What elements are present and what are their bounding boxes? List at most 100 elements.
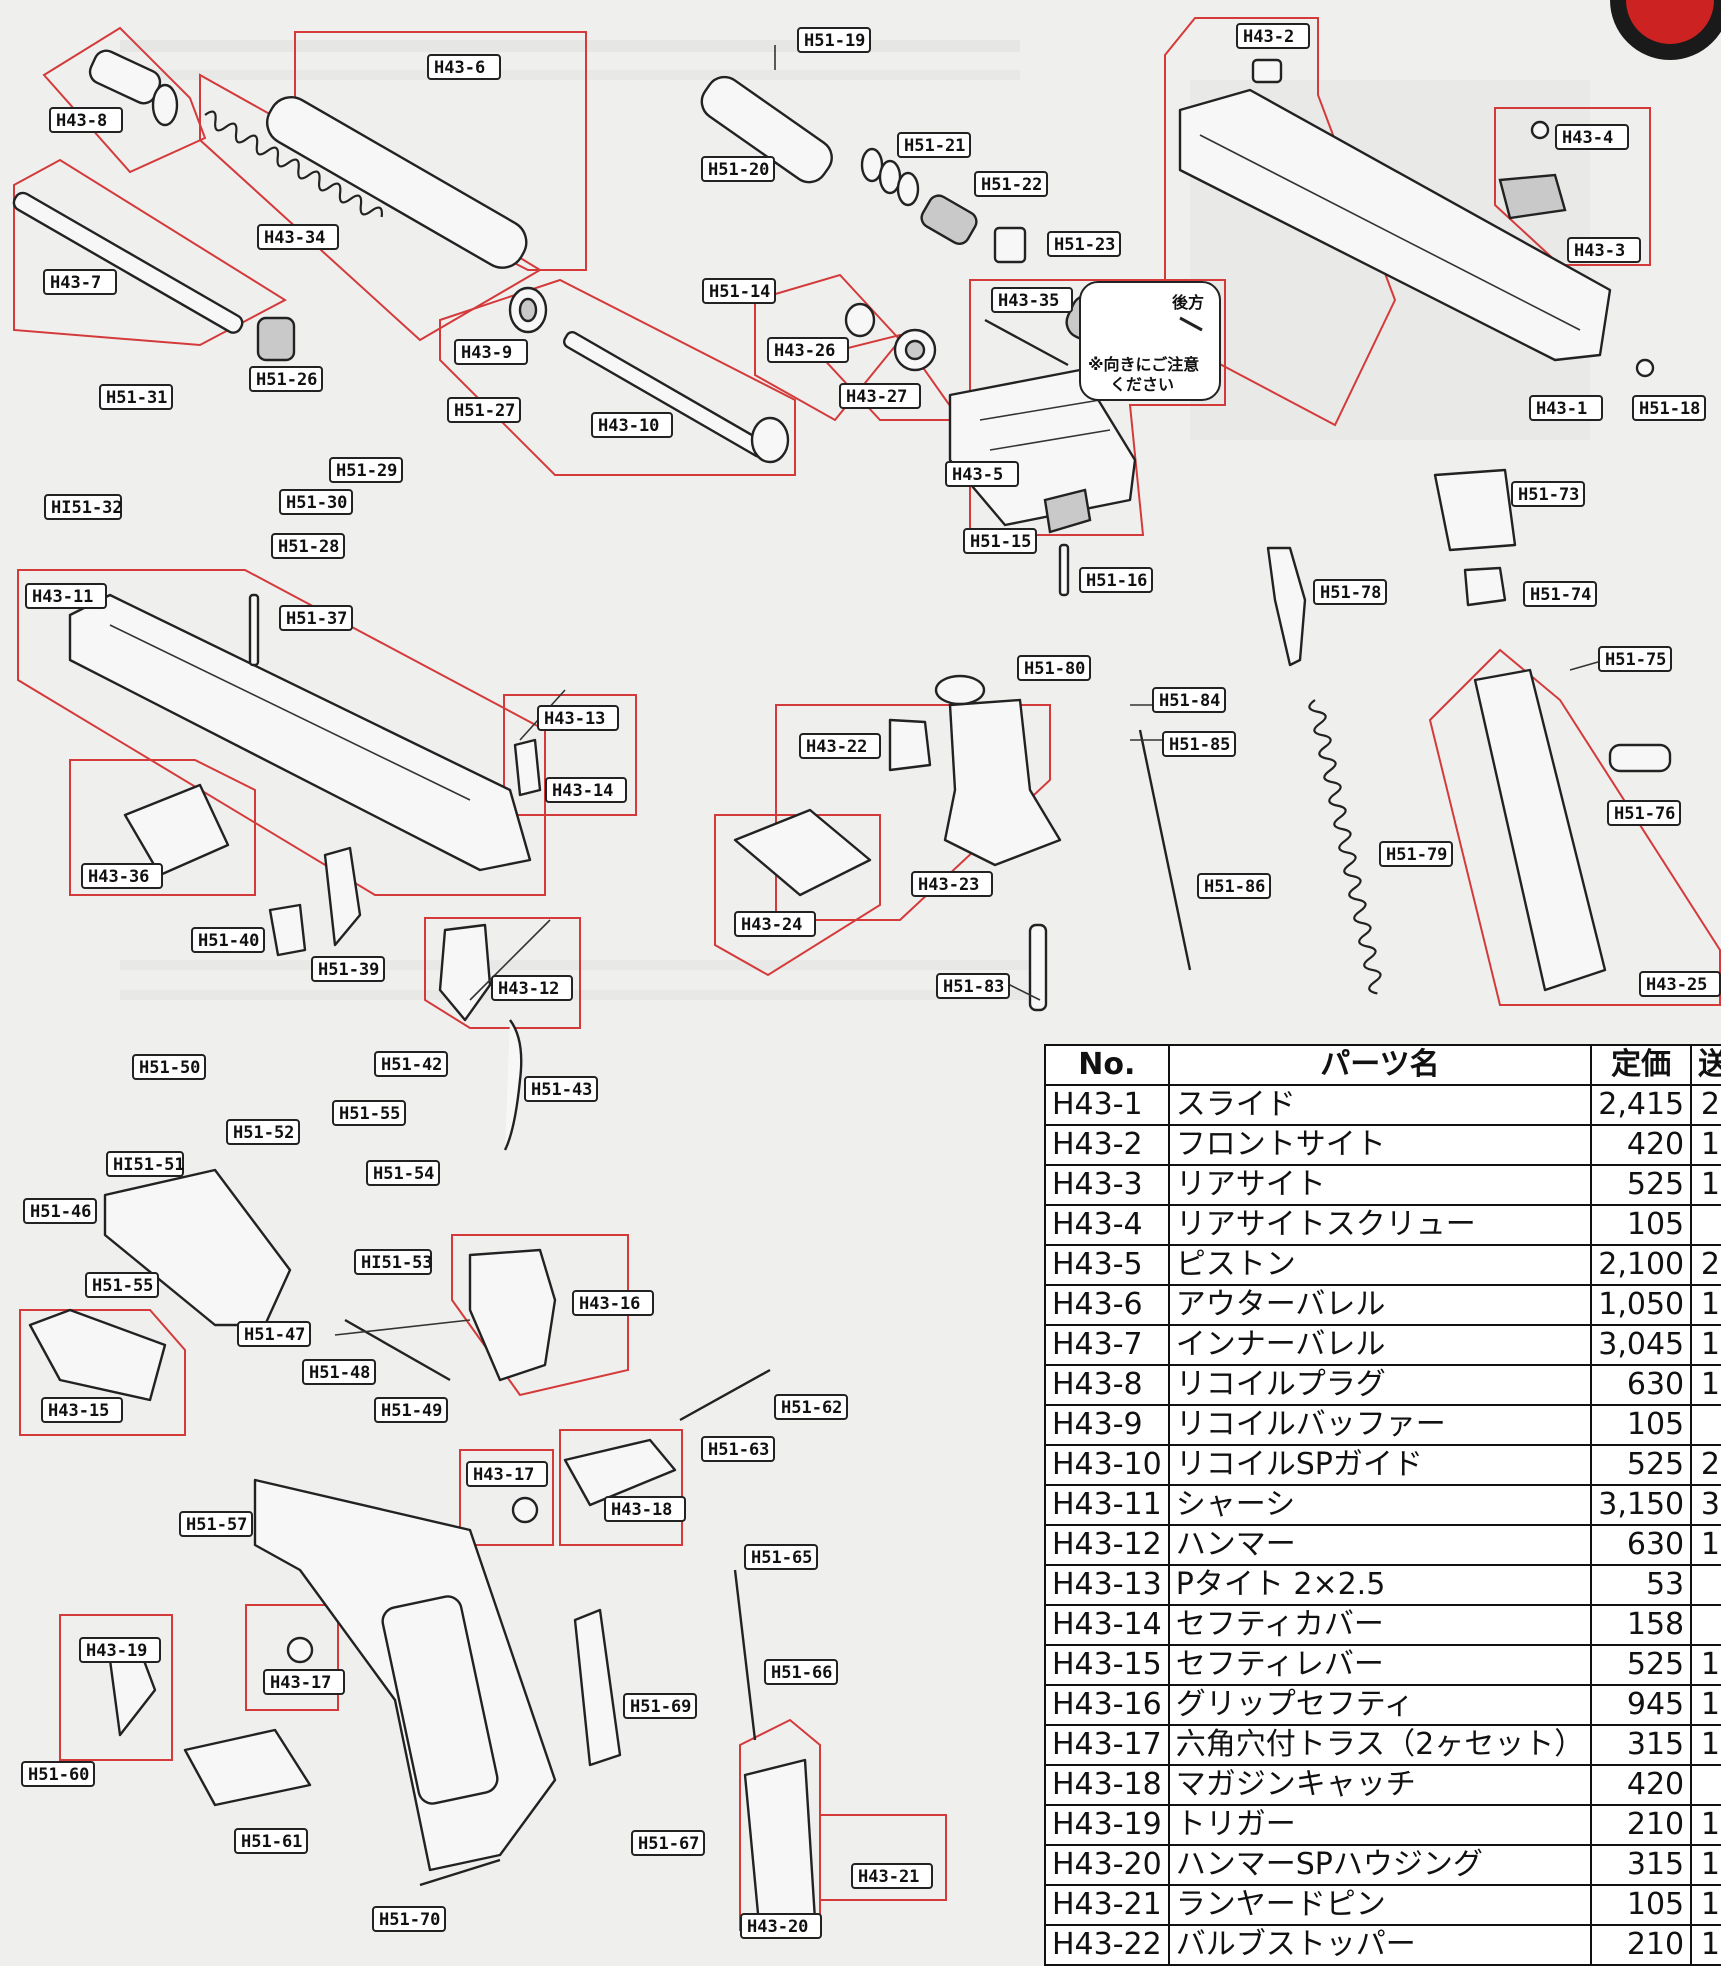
svg-text:H51-76: H51-76 bbox=[1614, 804, 1675, 824]
svg-text:H43-11: H43-11 bbox=[32, 587, 93, 607]
svg-text:後方: 後方 bbox=[1172, 293, 1204, 312]
cell-shipping: 120 bbox=[1690, 1164, 1721, 1206]
callout-h51-55-bottom: H51-55 bbox=[85, 1272, 159, 1298]
callout-h51-74: H51-74 bbox=[1523, 581, 1597, 607]
cell-part-no: H43-19 bbox=[1044, 1804, 1170, 1846]
cell-part-name: マガジンキャッチ bbox=[1167, 1764, 1593, 1806]
callout-h43-35: H43-35 bbox=[991, 287, 1073, 313]
svg-text:H43-5: H43-5 bbox=[952, 465, 1003, 485]
callout-h51-50: H51-50 bbox=[132, 1054, 206, 1080]
cell-price: 105 bbox=[1590, 1404, 1693, 1446]
callout-h51-43: H51-43 bbox=[524, 1076, 598, 1102]
callout-h51-15: H51-15 bbox=[963, 528, 1037, 554]
cell-price: 315 bbox=[1590, 1844, 1693, 1886]
svg-text:H51-80: H51-80 bbox=[1024, 659, 1085, 679]
cell-part-no: H43-2 bbox=[1044, 1124, 1170, 1166]
svg-text:H43-34: H43-34 bbox=[264, 228, 325, 248]
svg-text:H43-25: H43-25 bbox=[1646, 975, 1707, 995]
cell-part-name: フロントサイト bbox=[1167, 1124, 1593, 1166]
cell-price: 2,100 bbox=[1590, 1244, 1693, 1286]
cell-shipping: 80 bbox=[1690, 1204, 1721, 1246]
cell-shipping: 120 bbox=[1690, 1884, 1721, 1926]
callout-h43-27: H43-27 bbox=[839, 383, 921, 409]
cell-price: 210 bbox=[1590, 1924, 1693, 1966]
cell-part-no: H43-8 bbox=[1044, 1364, 1170, 1406]
cell-shipping: 120 bbox=[1690, 1644, 1721, 1686]
svg-text:H51-74: H51-74 bbox=[1530, 585, 1591, 605]
svg-text:H51-26: H51-26 bbox=[256, 370, 317, 390]
callout-h43-21: H43-21 bbox=[851, 1863, 933, 1889]
cell-part-name: シャーシ bbox=[1167, 1484, 1593, 1526]
cell-shipping: 120 bbox=[1690, 1524, 1721, 1566]
cell-price: 630 bbox=[1590, 1364, 1693, 1406]
cell-part-no: H43-9 bbox=[1044, 1404, 1170, 1446]
callout-h43-22: H43-22 bbox=[799, 733, 881, 759]
cell-part-no: H43-22 bbox=[1044, 1924, 1170, 1966]
callout-h43-17-top: H43-17 bbox=[466, 1461, 548, 1487]
cell-price: 105 bbox=[1590, 1204, 1693, 1246]
table-body: H43-1スライド2,415240H43-2フロントサイト420120H43-3… bbox=[1044, 1084, 1721, 1966]
svg-text:H43-17: H43-17 bbox=[270, 1673, 331, 1693]
callout-h51-54: H51-54 bbox=[366, 1160, 440, 1186]
svg-text:H51-63: H51-63 bbox=[708, 1440, 769, 1460]
svg-text:H51-23: H51-23 bbox=[1054, 235, 1115, 255]
svg-text:H51-16: H51-16 bbox=[1086, 571, 1147, 591]
svg-text:H43-15: H43-15 bbox=[48, 1401, 109, 1421]
svg-text:H51-14: H51-14 bbox=[709, 282, 770, 302]
svg-text:H43-19: H43-19 bbox=[86, 1641, 147, 1661]
cell-price: 420 bbox=[1590, 1124, 1693, 1166]
svg-text:H51-55: H51-55 bbox=[339, 1104, 400, 1124]
cell-shipping: 140 bbox=[1690, 1284, 1721, 1326]
spring-direction-note: 後方 ※向きにご注意 ください bbox=[1079, 281, 1221, 401]
callout-h51-40: H51-40 bbox=[191, 927, 265, 953]
cell-price: 525 bbox=[1590, 1444, 1693, 1486]
cell-part-no: H43-14 bbox=[1044, 1604, 1170, 1646]
callout-h51-65: H51-65 bbox=[744, 1544, 818, 1570]
svg-text:H51-42: H51-42 bbox=[381, 1055, 442, 1075]
svg-text:H43-1: H43-1 bbox=[1536, 399, 1587, 419]
cell-part-no: H43-7 bbox=[1044, 1324, 1170, 1366]
cell-price: 420 bbox=[1590, 1764, 1693, 1806]
svg-text:H43-13: H43-13 bbox=[544, 709, 605, 729]
cell-price: 945 bbox=[1590, 1684, 1693, 1726]
cell-part-name: スライド bbox=[1167, 1084, 1593, 1126]
cell-part-name: Pタイト 2×2.5 bbox=[1167, 1564, 1593, 1606]
table-header-row: No. パーツ名 定価 送料 bbox=[1044, 1044, 1721, 1086]
svg-text:H51-85: H51-85 bbox=[1169, 735, 1230, 755]
cell-part-no: H43-20 bbox=[1044, 1844, 1170, 1886]
svg-text:H43-2: H43-2 bbox=[1243, 27, 1294, 47]
callout-h51-27: H51-27 bbox=[447, 397, 521, 423]
cell-part-name: 六角穴付トラス（2ヶセット） bbox=[1167, 1724, 1593, 1766]
cell-shipping: 140 bbox=[1690, 1364, 1721, 1406]
callout-h43-6: H43-6 bbox=[427, 54, 501, 80]
svg-text:H51-20: H51-20 bbox=[708, 160, 769, 180]
callout-h51-70: H51-70 bbox=[372, 1906, 446, 1932]
svg-text:HI51-51: HI51-51 bbox=[113, 1155, 185, 1175]
callout-h51-21: H51-21 bbox=[897, 132, 971, 158]
svg-text:H51-52: H51-52 bbox=[233, 1123, 294, 1143]
table-row: H43-16グリップセフティ945140 bbox=[1044, 1684, 1721, 1726]
svg-text:H51-43: H51-43 bbox=[531, 1080, 592, 1100]
svg-text:H51-30: H51-30 bbox=[286, 493, 347, 513]
cell-shipping: 80 bbox=[1690, 1564, 1721, 1606]
svg-text:H51-54: H51-54 bbox=[373, 1164, 434, 1184]
callout-h51-23: H51-23 bbox=[1047, 231, 1121, 257]
callout-h51-31: H51-31 bbox=[99, 384, 173, 410]
svg-text:H51-15: H51-15 bbox=[970, 532, 1031, 552]
callout-h51-49: H51-49 bbox=[374, 1397, 448, 1423]
callout-h51-52: H51-52 bbox=[226, 1119, 300, 1145]
callout-h51-73: H51-73 bbox=[1511, 481, 1585, 507]
callout-h51-85: H51-85 bbox=[1162, 731, 1236, 757]
svg-text:H51-55: H51-55 bbox=[92, 1276, 153, 1296]
cell-part-name: インナーバレル bbox=[1167, 1324, 1593, 1366]
header-no: No. bbox=[1044, 1044, 1170, 1086]
cell-part-name: ランヤードピン bbox=[1167, 1884, 1593, 1926]
callout-h51-83: H51-83 bbox=[936, 973, 1010, 999]
cell-part-no: H43-17 bbox=[1044, 1724, 1170, 1766]
svg-text:H51-31: H51-31 bbox=[106, 388, 167, 408]
svg-text:H43-36: H43-36 bbox=[88, 867, 149, 887]
svg-text:H51-62: H51-62 bbox=[781, 1398, 842, 1418]
